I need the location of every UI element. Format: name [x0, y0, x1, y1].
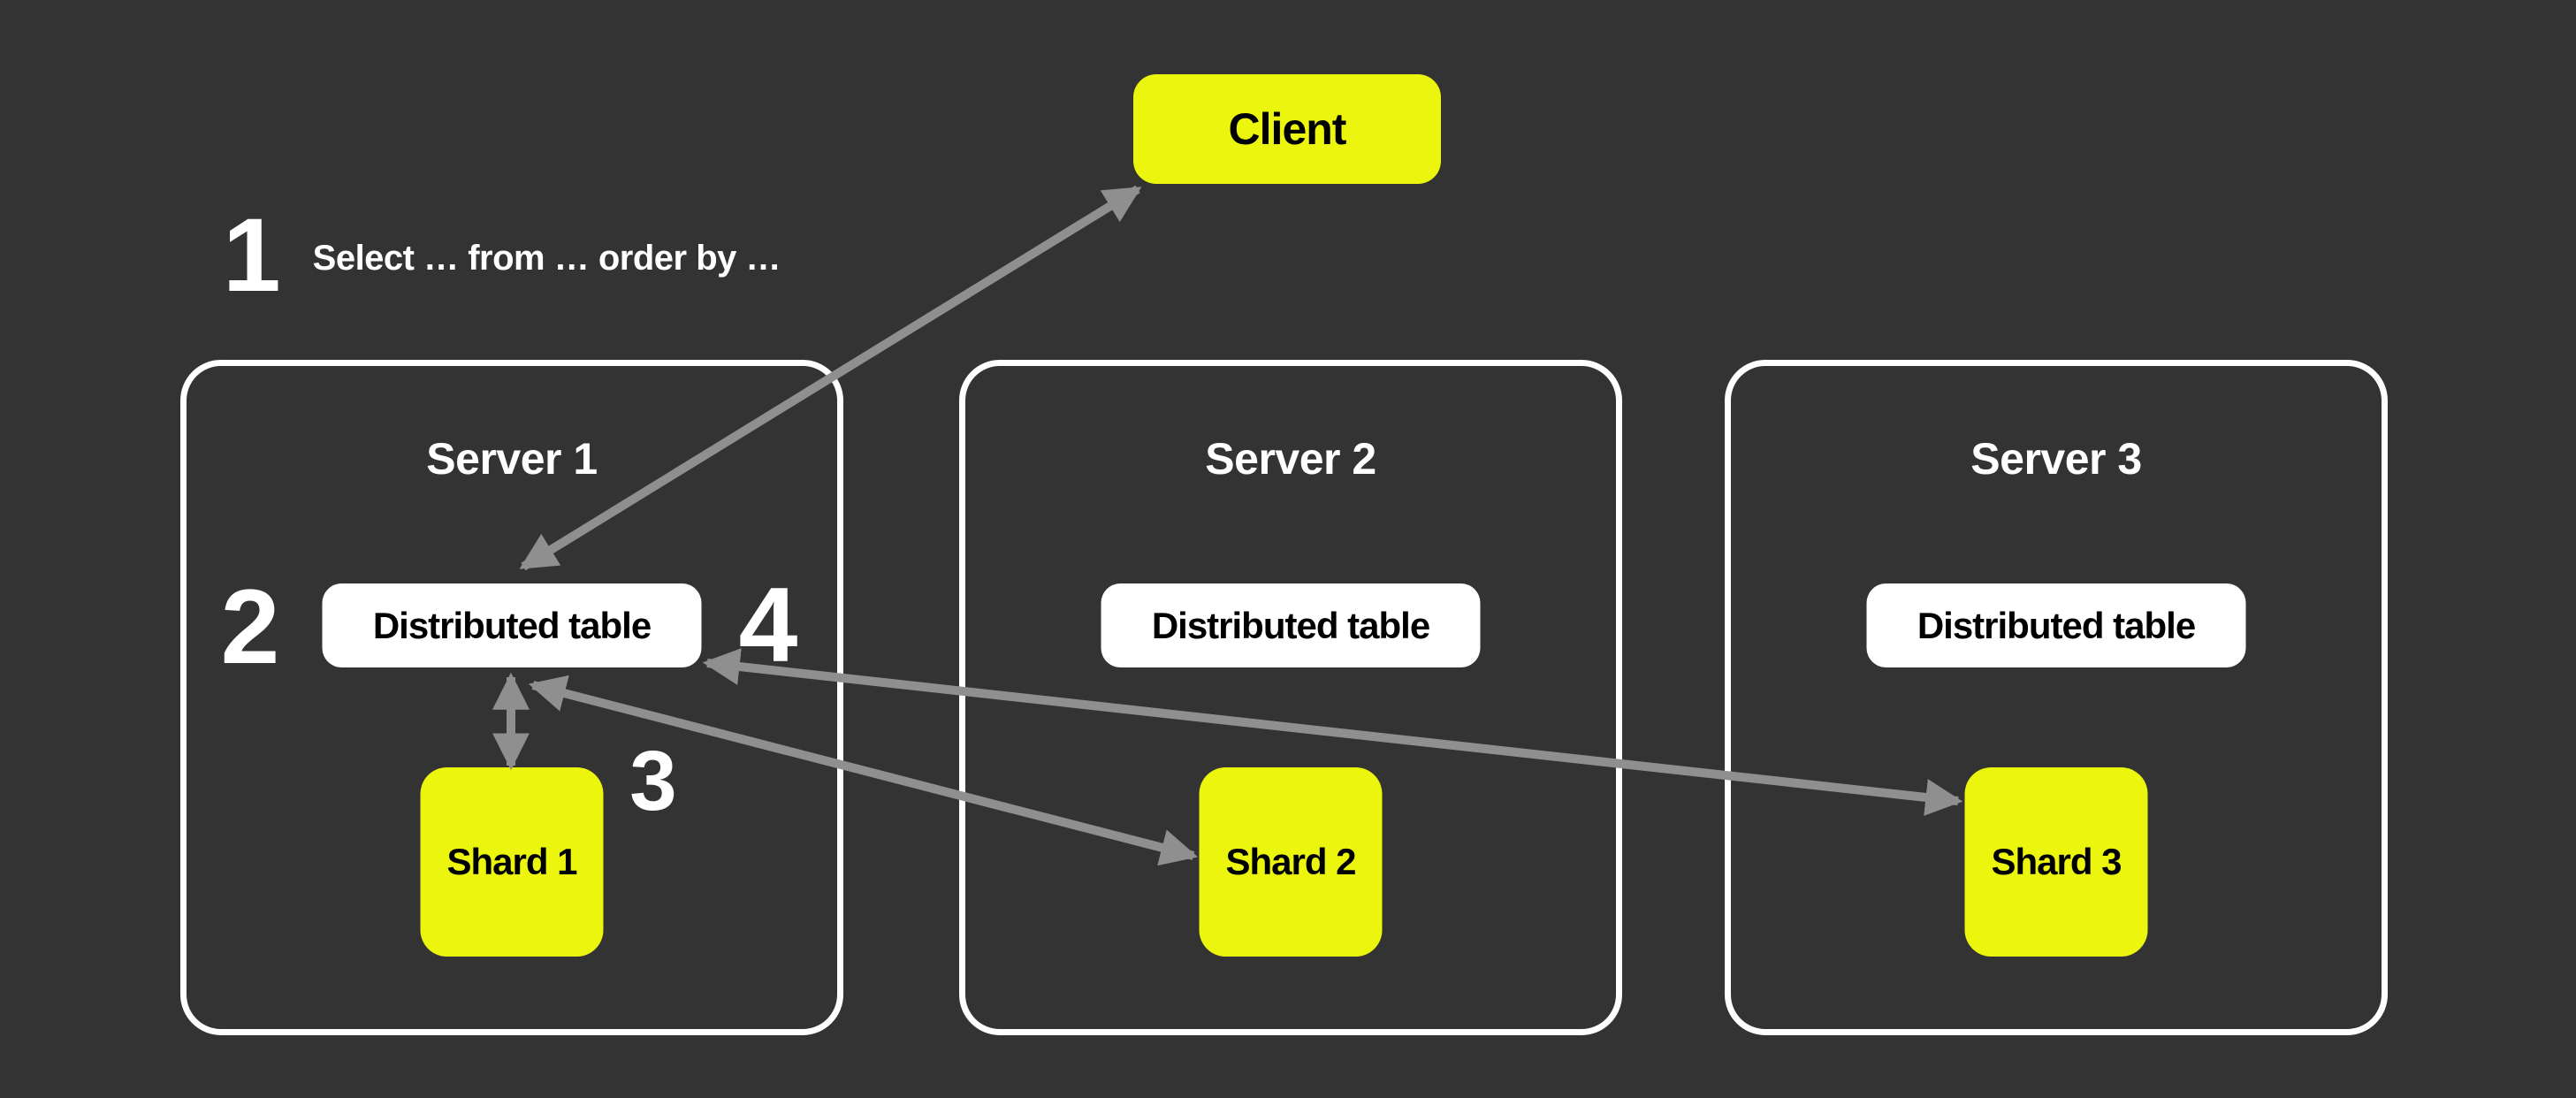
server-2-distributed-table: Distributed table — [1101, 583, 1481, 667]
step1-number: 1 — [223, 197, 281, 314]
server-2-title: Server 2 — [1205, 434, 1376, 484]
server-2-distributed-table-label: Distributed table — [1151, 604, 1430, 646]
server-3-shard: Shard 3 — [1964, 767, 2148, 957]
server-3-distributed-table: Distributed table — [1866, 583, 2246, 667]
server-1-frame: Server 1 Distributed table Shard 1 — [180, 360, 843, 1035]
server-2-frame: Server 2 Distributed table Shard 2 — [959, 360, 1622, 1035]
server-3-shard-label: Shard 3 — [1991, 841, 2122, 882]
server-2-shard-label: Shard 2 — [1225, 841, 1356, 882]
step1-annotation: 1 Select … from … order by … — [223, 197, 781, 314]
client-label: Client — [1228, 104, 1347, 154]
step1-query-text: Select … from … order by … — [312, 238, 781, 278]
server-1-distributed-table: Distributed table — [322, 583, 702, 667]
server-2-shard: Shard 2 — [1199, 767, 1383, 957]
server-1-shard: Shard 1 — [420, 767, 604, 957]
server-3-frame: Server 3 Distributed table Shard 3 — [1725, 360, 2388, 1035]
client-node: Client — [1133, 74, 1441, 184]
server-3-distributed-table-label: Distributed table — [1917, 604, 2196, 646]
server-1-distributed-table-label: Distributed table — [372, 604, 652, 646]
step2-number: 2 — [220, 568, 280, 686]
server-3-title: Server 3 — [1970, 434, 2142, 484]
server-1-title: Server 1 — [426, 434, 598, 484]
server-1-shard-label: Shard 1 — [446, 841, 577, 882]
